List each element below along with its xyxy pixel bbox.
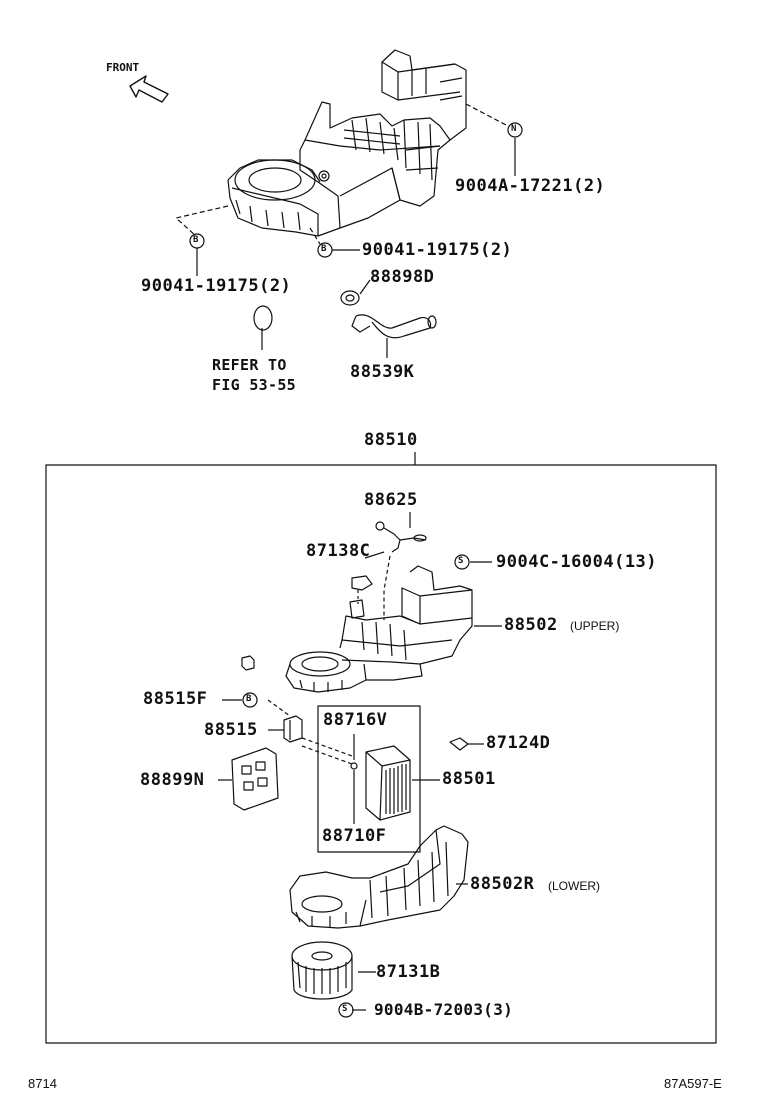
lower-case-88502r-drawing — [289, 825, 469, 929]
part-callout-90041-19175-right[interactable]: 90041-19175(2) — [362, 240, 513, 260]
part-callout-88501[interactable]: 88501 — [442, 769, 496, 789]
footer-figure-number: 8714 — [28, 1076, 57, 1091]
screw-marker-letter: S — [342, 1004, 348, 1014]
filter-subassembly-frame — [317, 705, 421, 853]
part-callout-88539k[interactable]: 88539K — [350, 362, 415, 382]
clip-87124d-drawing — [449, 737, 469, 751]
footer-illustration-code: 87A597-E — [664, 1076, 722, 1091]
part-callout-88625[interactable]: 88625 — [364, 490, 418, 510]
part-callout-88716v[interactable]: 88716V — [323, 710, 388, 730]
bolt-marker-letter: B — [321, 244, 327, 254]
small-clip-drawing — [241, 655, 255, 671]
nut-marker-icon — [507, 122, 523, 138]
refer-to-label[interactable]: REFER TO — [212, 356, 287, 374]
screw-marker-icon — [454, 554, 470, 570]
refer-figure-label[interactable]: FIG 53-55 — [212, 376, 296, 394]
part-callout-88898d[interactable]: 88898D — [370, 267, 435, 287]
filter-clip-drawing — [350, 762, 358, 770]
front-label: FRONT — [106, 61, 140, 74]
part-callout-88515[interactable]: 88515 — [204, 720, 258, 740]
bolt-marker-icon — [242, 692, 258, 708]
drain-hose-88539k-drawing — [351, 314, 437, 339]
evaporator-88501-drawing — [365, 745, 411, 821]
lower-note: (LOWER) — [548, 879, 600, 893]
part-callout-88710f[interactable]: 88710F — [322, 826, 387, 846]
part-callout-88510[interactable]: 88510 — [364, 430, 418, 450]
part-callout-87131b[interactable]: 87131B — [376, 962, 441, 982]
part-callout-88502-upper[interactable]: 88502 — [504, 615, 558, 635]
part-callout-9004a-17221[interactable]: 9004A-17221(2) — [455, 176, 606, 196]
wire-harness-88625-drawing — [375, 512, 427, 620]
part-callout-88515f[interactable]: 88515F — [143, 689, 208, 709]
leader-dashes-top — [175, 103, 509, 245]
bolt-marker-icon — [317, 242, 333, 258]
part-callout-88899n[interactable]: 88899N — [140, 770, 205, 790]
mode-servo-87138c-drawing — [349, 551, 385, 619]
assembly-frame — [45, 452, 717, 1044]
part-callout-9004b-72003[interactable]: 9004B-72003(3) — [374, 1000, 514, 1019]
heater-unit-overview-drawing — [227, 49, 467, 237]
upper-note: (UPPER) — [570, 619, 620, 633]
screw-marker-icon — [338, 1002, 354, 1018]
part-callout-87124d[interactable]: 87124D — [486, 733, 551, 753]
front-arrow-icon — [129, 75, 169, 103]
bolt-marker-letter: B — [193, 235, 199, 245]
o-ring-drawing — [253, 305, 273, 331]
part-callout-88502r-lower[interactable]: 88502R — [470, 874, 535, 894]
cover-88899n-drawing — [231, 747, 279, 811]
grommet-88898d-drawing — [340, 290, 360, 306]
blower-motor-87131b-drawing — [291, 941, 353, 1000]
sensor-88515-drawing — [283, 715, 303, 743]
part-callout-9004c-16004[interactable]: 9004C-16004(13) — [496, 552, 658, 572]
part-callout-87138c[interactable]: 87138C — [306, 541, 371, 561]
upper-case-88502-drawing — [285, 565, 473, 693]
bolt-marker-letter: B — [246, 694, 252, 704]
screw-marker-letter: S — [458, 556, 464, 566]
leader-lines-top — [196, 138, 516, 358]
bolt-marker-icon — [189, 233, 205, 249]
part-callout-90041-19175-left[interactable]: 90041-19175(2) — [141, 276, 292, 296]
nut-marker-letter: N — [511, 124, 517, 134]
